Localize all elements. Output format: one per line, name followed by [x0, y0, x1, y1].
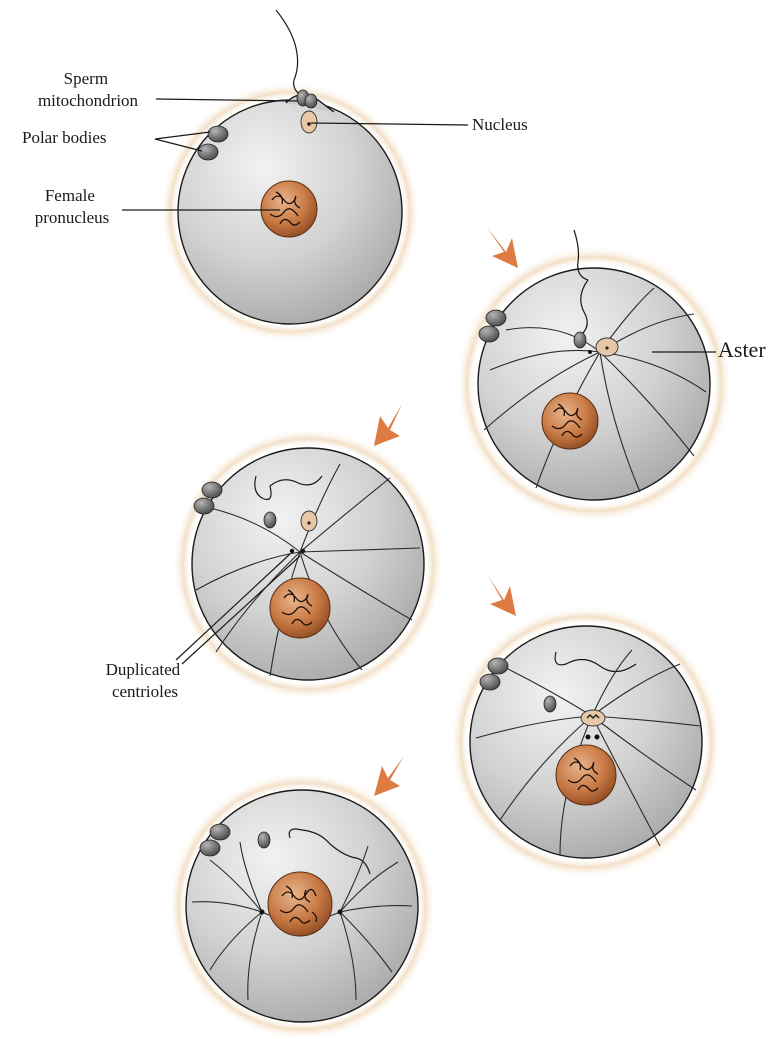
- stage-5-centriole-right: [338, 910, 343, 915]
- stage-2-polar-body-a: [486, 310, 506, 326]
- stage-3-centriole-b: [301, 549, 305, 553]
- stage-1-sperm-nucleus: [301, 111, 317, 133]
- stage-1-sperm-mitochondrion-b: [305, 94, 317, 108]
- label-nucleus: Nucleus: [472, 115, 528, 134]
- arrow-3-to-4: [488, 576, 516, 616]
- stage-3: Duplicated centrioles: [106, 428, 444, 701]
- arrow-2-to-3: [374, 404, 402, 446]
- stage-2-centriole: [588, 350, 592, 354]
- stage-2-sperm-mitochondrion: [574, 332, 586, 348]
- stage-2-egg: [478, 268, 710, 500]
- stage-2: Aster: [456, 230, 766, 522]
- stage-4: [450, 606, 722, 878]
- stage-4-centriole-a: [586, 735, 591, 740]
- label-female-pronucleus: Female pronucleus: [35, 186, 110, 227]
- stage-4-polar-body-a: [488, 658, 508, 674]
- label-sperm-mitochondrion: Sperm mitochondrion: [38, 69, 139, 110]
- stage-5-polar-body-b: [200, 840, 220, 856]
- label-aster: Aster: [718, 337, 766, 362]
- label-duplicated-centrioles: Duplicated centrioles: [106, 660, 185, 701]
- arrow-1-to-2: [486, 226, 518, 268]
- stage-4-sperm-mitochondrion: [544, 696, 556, 712]
- stage-3-polar-body-b: [194, 498, 214, 514]
- stage-2-polar-body-b: [479, 326, 499, 342]
- stage-3-egg: [192, 448, 424, 680]
- stage-5-sperm-mitochondrion: [258, 832, 270, 848]
- stage-1-polar-body-a: [208, 126, 228, 142]
- label-polar-bodies: Polar bodies: [22, 128, 107, 147]
- stage-5: [168, 772, 436, 1039]
- stage-5-polar-body-a: [210, 824, 230, 840]
- stage-4-polar-body-b: [480, 674, 500, 690]
- stage-3-centriole-a: [290, 549, 294, 553]
- stage-3-polar-body-a: [202, 482, 222, 498]
- stage-3-female-pronucleus: [270, 578, 330, 638]
- stage-3-sperm-mitochondrion: [264, 512, 276, 528]
- arrow-4-to-5: [374, 756, 404, 796]
- stage-4-centriole-b: [595, 735, 600, 740]
- stage-1-polar-body-b: [198, 144, 218, 160]
- stage-1: Sperm mitochondrion Polar bodies Female …: [22, 10, 528, 342]
- stage-5-zygote-nucleus: [268, 872, 332, 936]
- stage-5-centriole-left: [260, 910, 265, 915]
- stage-1-centriole: [307, 122, 311, 126]
- stage-3-male-nucleus: [301, 511, 317, 531]
